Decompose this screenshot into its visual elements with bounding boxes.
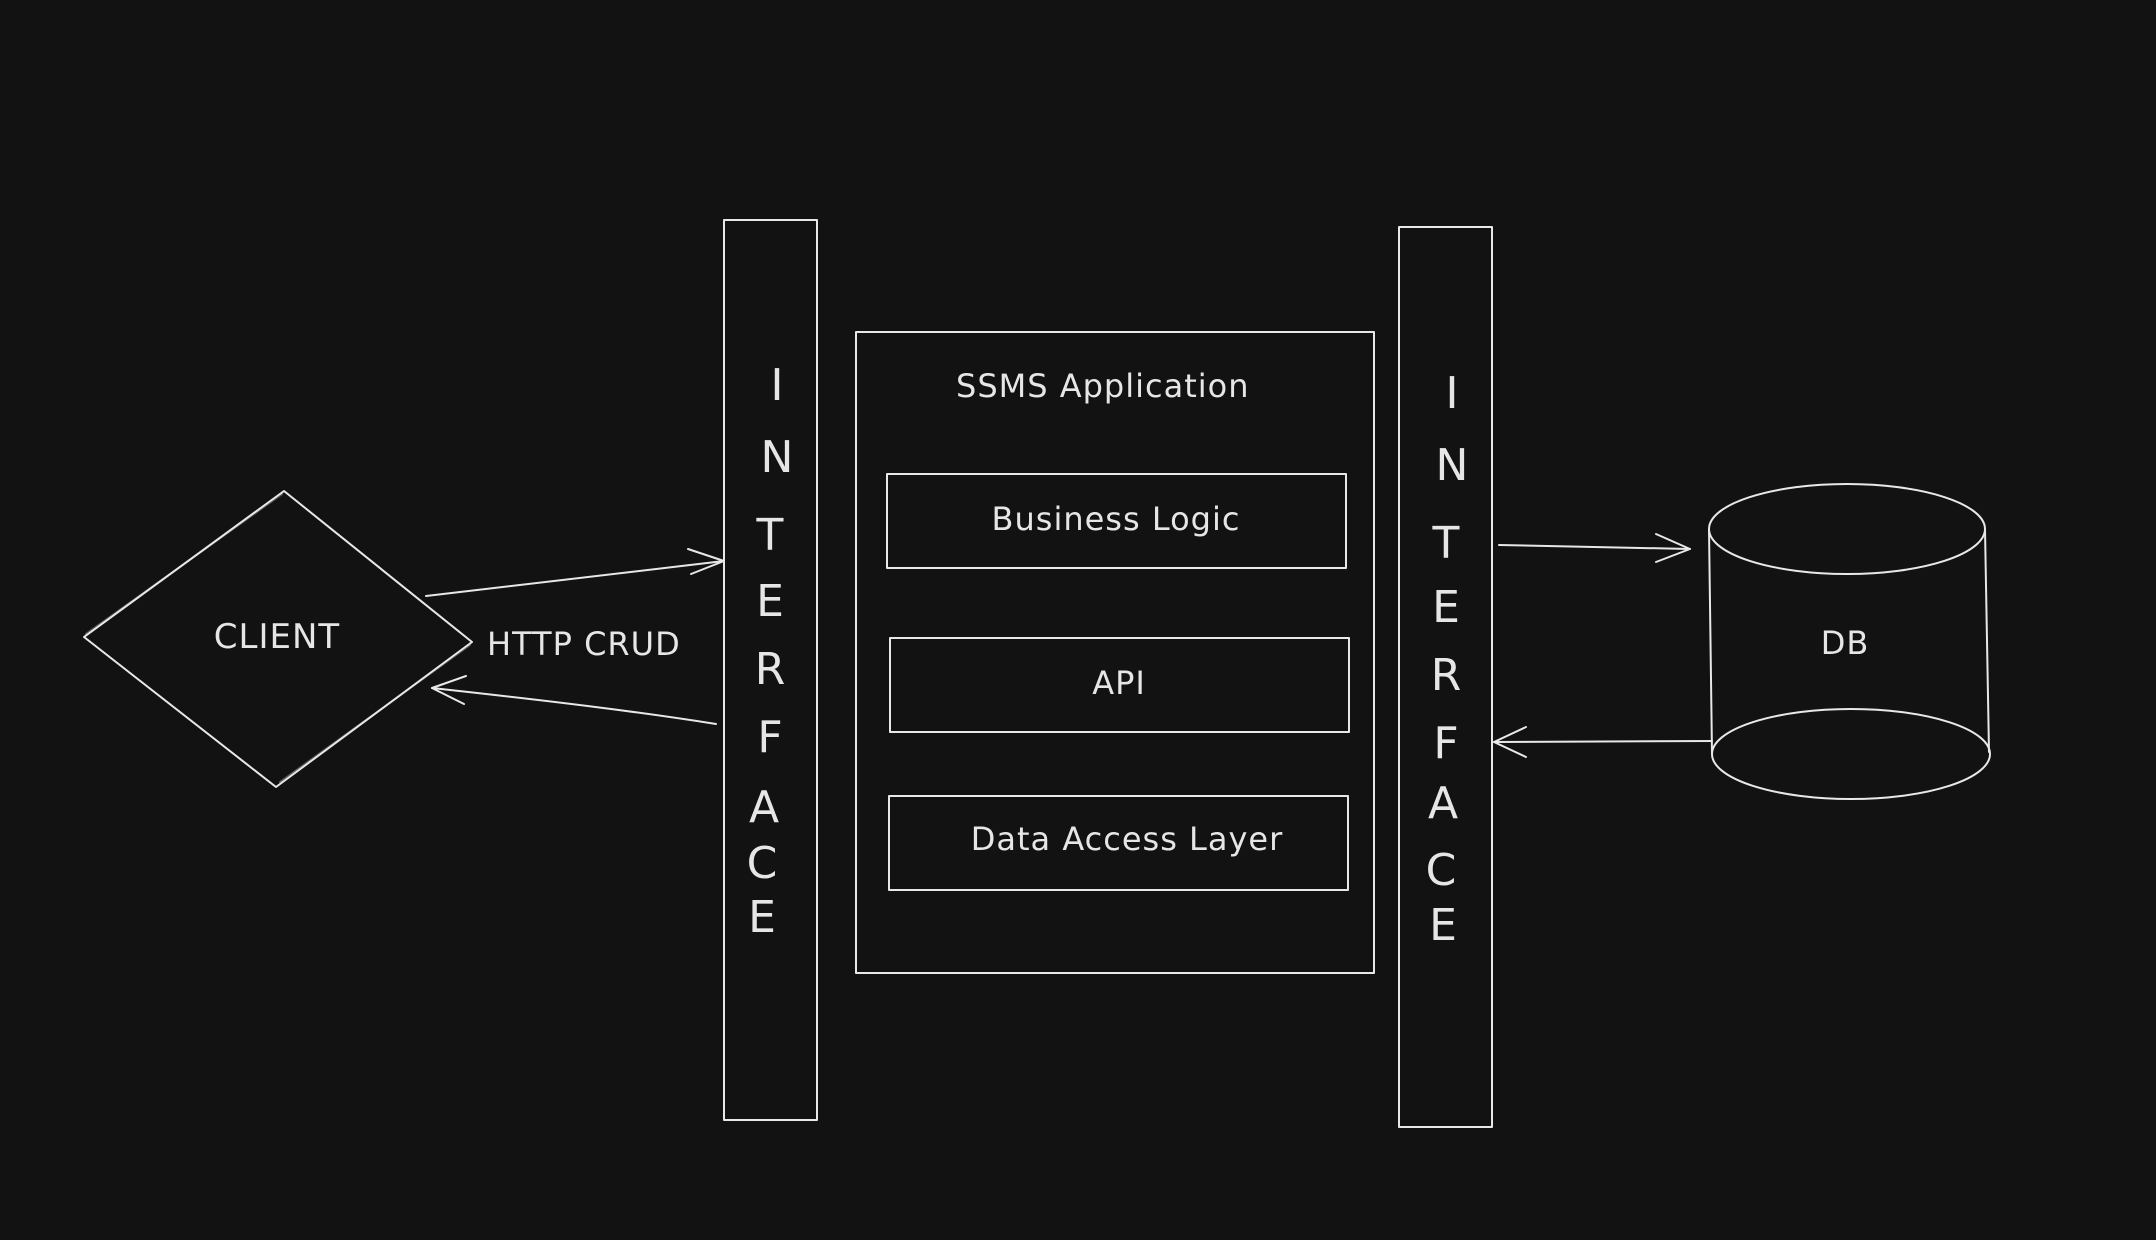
interface-right-letter: I — [1446, 368, 1459, 419]
interface-right-letter: C — [1426, 845, 1457, 896]
interface-right-letter: A — [1428, 778, 1458, 829]
layer-label: Business Logic — [992, 500, 1241, 538]
db-label: DB — [1821, 624, 1870, 662]
interface-left-letter: E — [748, 892, 776, 943]
interface-left: I N T E R F A C E — [723, 219, 818, 1121]
interface-left-letter: C — [747, 838, 778, 889]
http-crud-label: HTTP CRUD — [487, 625, 681, 663]
interface-right-letter: N — [1436, 440, 1469, 491]
request-arrow — [425, 548, 725, 597]
business-logic-layer: Business Logic — [886, 473, 1347, 569]
interface-left-letter: A — [749, 782, 779, 833]
interface-right-letter: R — [1431, 650, 1462, 701]
client-label: CLIENT — [214, 617, 340, 657]
api-layer: API — [889, 637, 1350, 733]
interface-right-letter: T — [1432, 518, 1460, 569]
interface-right-letter: E — [1432, 582, 1460, 633]
interface-left-letter: R — [755, 644, 786, 695]
db-write-arrow — [1498, 533, 1691, 563]
interface-left-letter: T — [756, 510, 784, 561]
interface-left-letter: N — [761, 432, 794, 483]
response-arrow — [431, 675, 717, 725]
interface-right-letter: E — [1429, 900, 1457, 951]
ssms-application: SSMS Application Business Logic API Data… — [855, 331, 1375, 974]
database-node: DB — [1708, 483, 1991, 800]
interface-right: I N T E R F A C E — [1398, 226, 1493, 1128]
interface-left-letter: I — [771, 360, 784, 411]
app-title: SSMS Application — [956, 367, 1250, 405]
client-node: CLIENT — [83, 490, 473, 788]
interface-left-letter: F — [757, 712, 782, 763]
db-read-arrow — [1493, 726, 1713, 758]
interface-left-letter: E — [756, 576, 784, 627]
client-diamond-sketch — [85, 493, 471, 783]
layer-label: API — [1092, 664, 1146, 702]
data-access-layer: Data Access Layer — [888, 795, 1349, 891]
layer-label: Data Access Layer — [971, 820, 1284, 858]
client-diamond — [83, 490, 473, 788]
interface-right-letter: F — [1433, 718, 1458, 769]
